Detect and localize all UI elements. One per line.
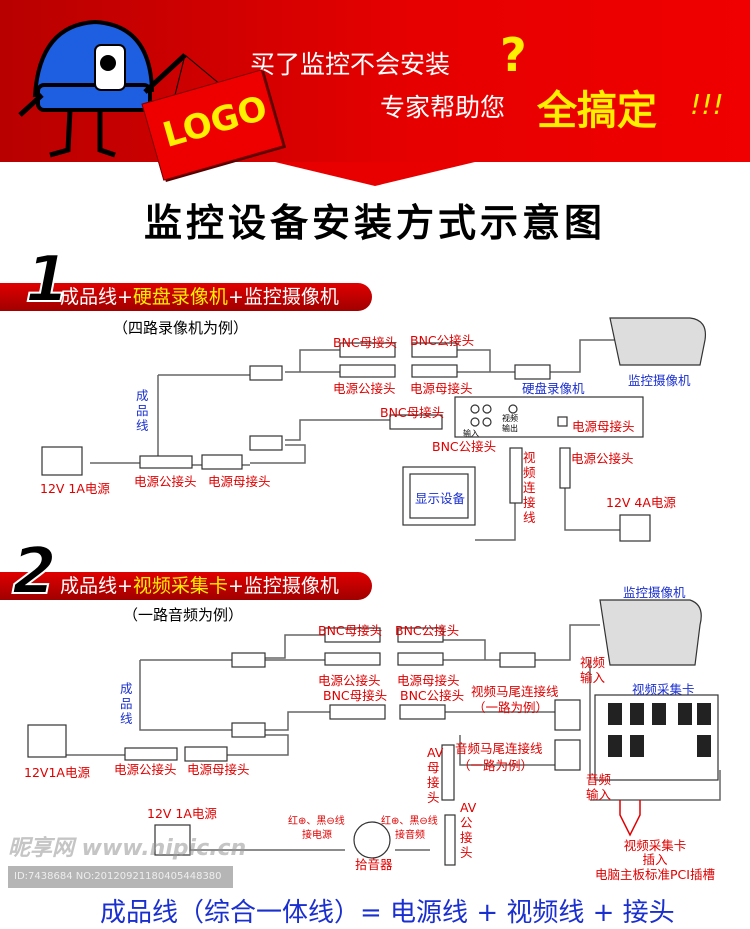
label: 接电源 <box>302 830 332 841</box>
heading-part: +监控摄像机 <box>227 286 339 308</box>
label: 12V 1A电源 <box>147 806 217 821</box>
section2-number: 2 <box>11 535 58 609</box>
heading-part: 成品线+ <box>60 575 133 597</box>
label: 12V1A电源 <box>24 765 90 780</box>
label: BNC母接头 <box>333 335 398 350</box>
bnc-male-connector <box>411 342 458 358</box>
power-adapter-icon <box>41 446 83 476</box>
image-id-tag: ID:7438684 NO:20120921180405448380 <box>8 866 233 888</box>
watermark: 昵享网 www.nipic.cn <box>8 836 247 861</box>
label: 成品线 <box>120 681 133 726</box>
camera-icon <box>599 599 702 666</box>
label: 电源公接头 <box>318 673 381 688</box>
section1-subtitle: （四路录像机为例） <box>113 319 249 337</box>
label: 插入 <box>642 852 668 867</box>
label: BNC母接头 <box>318 623 383 638</box>
label: （一路为例） <box>458 758 534 773</box>
slogan-line1: 买了监控不会安装 <box>250 50 451 79</box>
label: 红⊕、黑⊖线 <box>381 816 438 827</box>
label: 红⊕、黑⊖线 <box>288 816 345 827</box>
power-adapter-icon <box>154 824 191 856</box>
mascot-icon <box>18 19 234 158</box>
label: 成品线 <box>136 388 149 433</box>
microphone-icon <box>353 821 391 859</box>
label: 12V 1A电源 <box>40 481 110 496</box>
page-title: 监控设备安装方式示意图 <box>143 201 606 245</box>
label: 输入 <box>463 429 479 438</box>
section2-wiring <box>65 624 721 851</box>
label: 电源公接头 <box>114 762 177 777</box>
section2-devices <box>27 599 719 866</box>
label: BNC母接头 <box>323 688 388 703</box>
label: 显示设备 <box>415 491 466 506</box>
section1-heading: 成品线+硬盘录像机+监控摄像机 <box>0 283 372 311</box>
label: BNC母接头 <box>380 405 445 420</box>
slogan-line2: 专家帮助您 <box>380 93 506 122</box>
slogan-exclaim: !!! <box>690 88 724 121</box>
heading-part: +监控摄像机 <box>227 575 339 597</box>
label: 监控摄像机 <box>623 585 686 600</box>
label: 视频输出 <box>502 414 518 433</box>
label: 监控摄像机 <box>628 373 691 388</box>
label: 接音频 <box>395 830 425 841</box>
label: AV母接头 <box>427 745 444 805</box>
label: BNC公接头 <box>395 623 460 638</box>
label: 电脑主板标准PCI插槽 <box>595 867 715 882</box>
section1-number: 1 <box>24 243 71 317</box>
label: BNC公接头 <box>432 439 497 454</box>
slogan-emphasis: 全搞定 <box>537 88 657 134</box>
label: 硬盘录像机 <box>522 381 585 396</box>
section2-heading: 成品线+视频采集卡+监控摄像机 <box>0 572 372 600</box>
label: BNC公接头 <box>400 688 465 703</box>
label: 电源母接头 <box>397 673 460 688</box>
label: 电源母接头 <box>208 474 271 489</box>
heading-highlight: 视频采集卡 <box>132 575 228 597</box>
label: 视频采集卡 <box>623 838 687 853</box>
label: 视频连接线 <box>523 450 536 525</box>
label: 视频输入 <box>580 655 606 685</box>
label: BNC公接头 <box>410 333 475 348</box>
bnc-female-connector <box>339 342 396 358</box>
label: 电源公接头 <box>134 474 197 489</box>
label: 电源母接头 <box>187 762 250 777</box>
down-arrow-icon <box>275 162 475 186</box>
label: 音频马尾连接线 <box>455 741 543 756</box>
camera-icon <box>609 317 707 366</box>
heading-highlight: 硬盘录像机 <box>132 286 228 308</box>
label: （一路为例） <box>473 700 549 715</box>
label: 视频采集卡 <box>632 682 695 697</box>
label: AV公接头 <box>460 800 477 860</box>
power-adapter-icon <box>619 514 651 542</box>
label: 电源公接头 <box>571 451 634 466</box>
power-adapter-icon <box>27 724 67 758</box>
label: 12V 4A电源 <box>606 495 676 510</box>
label: 音频输入 <box>586 772 612 802</box>
section2-subtitle: （一路音频为例） <box>123 606 244 624</box>
heading-part: 成品线+ <box>60 286 133 308</box>
label: 电源母接头 <box>410 381 473 396</box>
question-mark: ? <box>500 28 527 82</box>
label: 视频马尾连接线 <box>471 684 559 699</box>
label: 电源母接头 <box>572 419 635 434</box>
section1-devices <box>41 317 707 542</box>
label: 电源公接头 <box>333 381 396 396</box>
dvr-box <box>454 396 644 438</box>
capture-card-chips <box>608 703 711 757</box>
footer-formula: 成品线（综合一体线）= 电源线 + 视频线 + 接头 <box>100 898 675 928</box>
label: 拾音器 <box>355 857 393 872</box>
